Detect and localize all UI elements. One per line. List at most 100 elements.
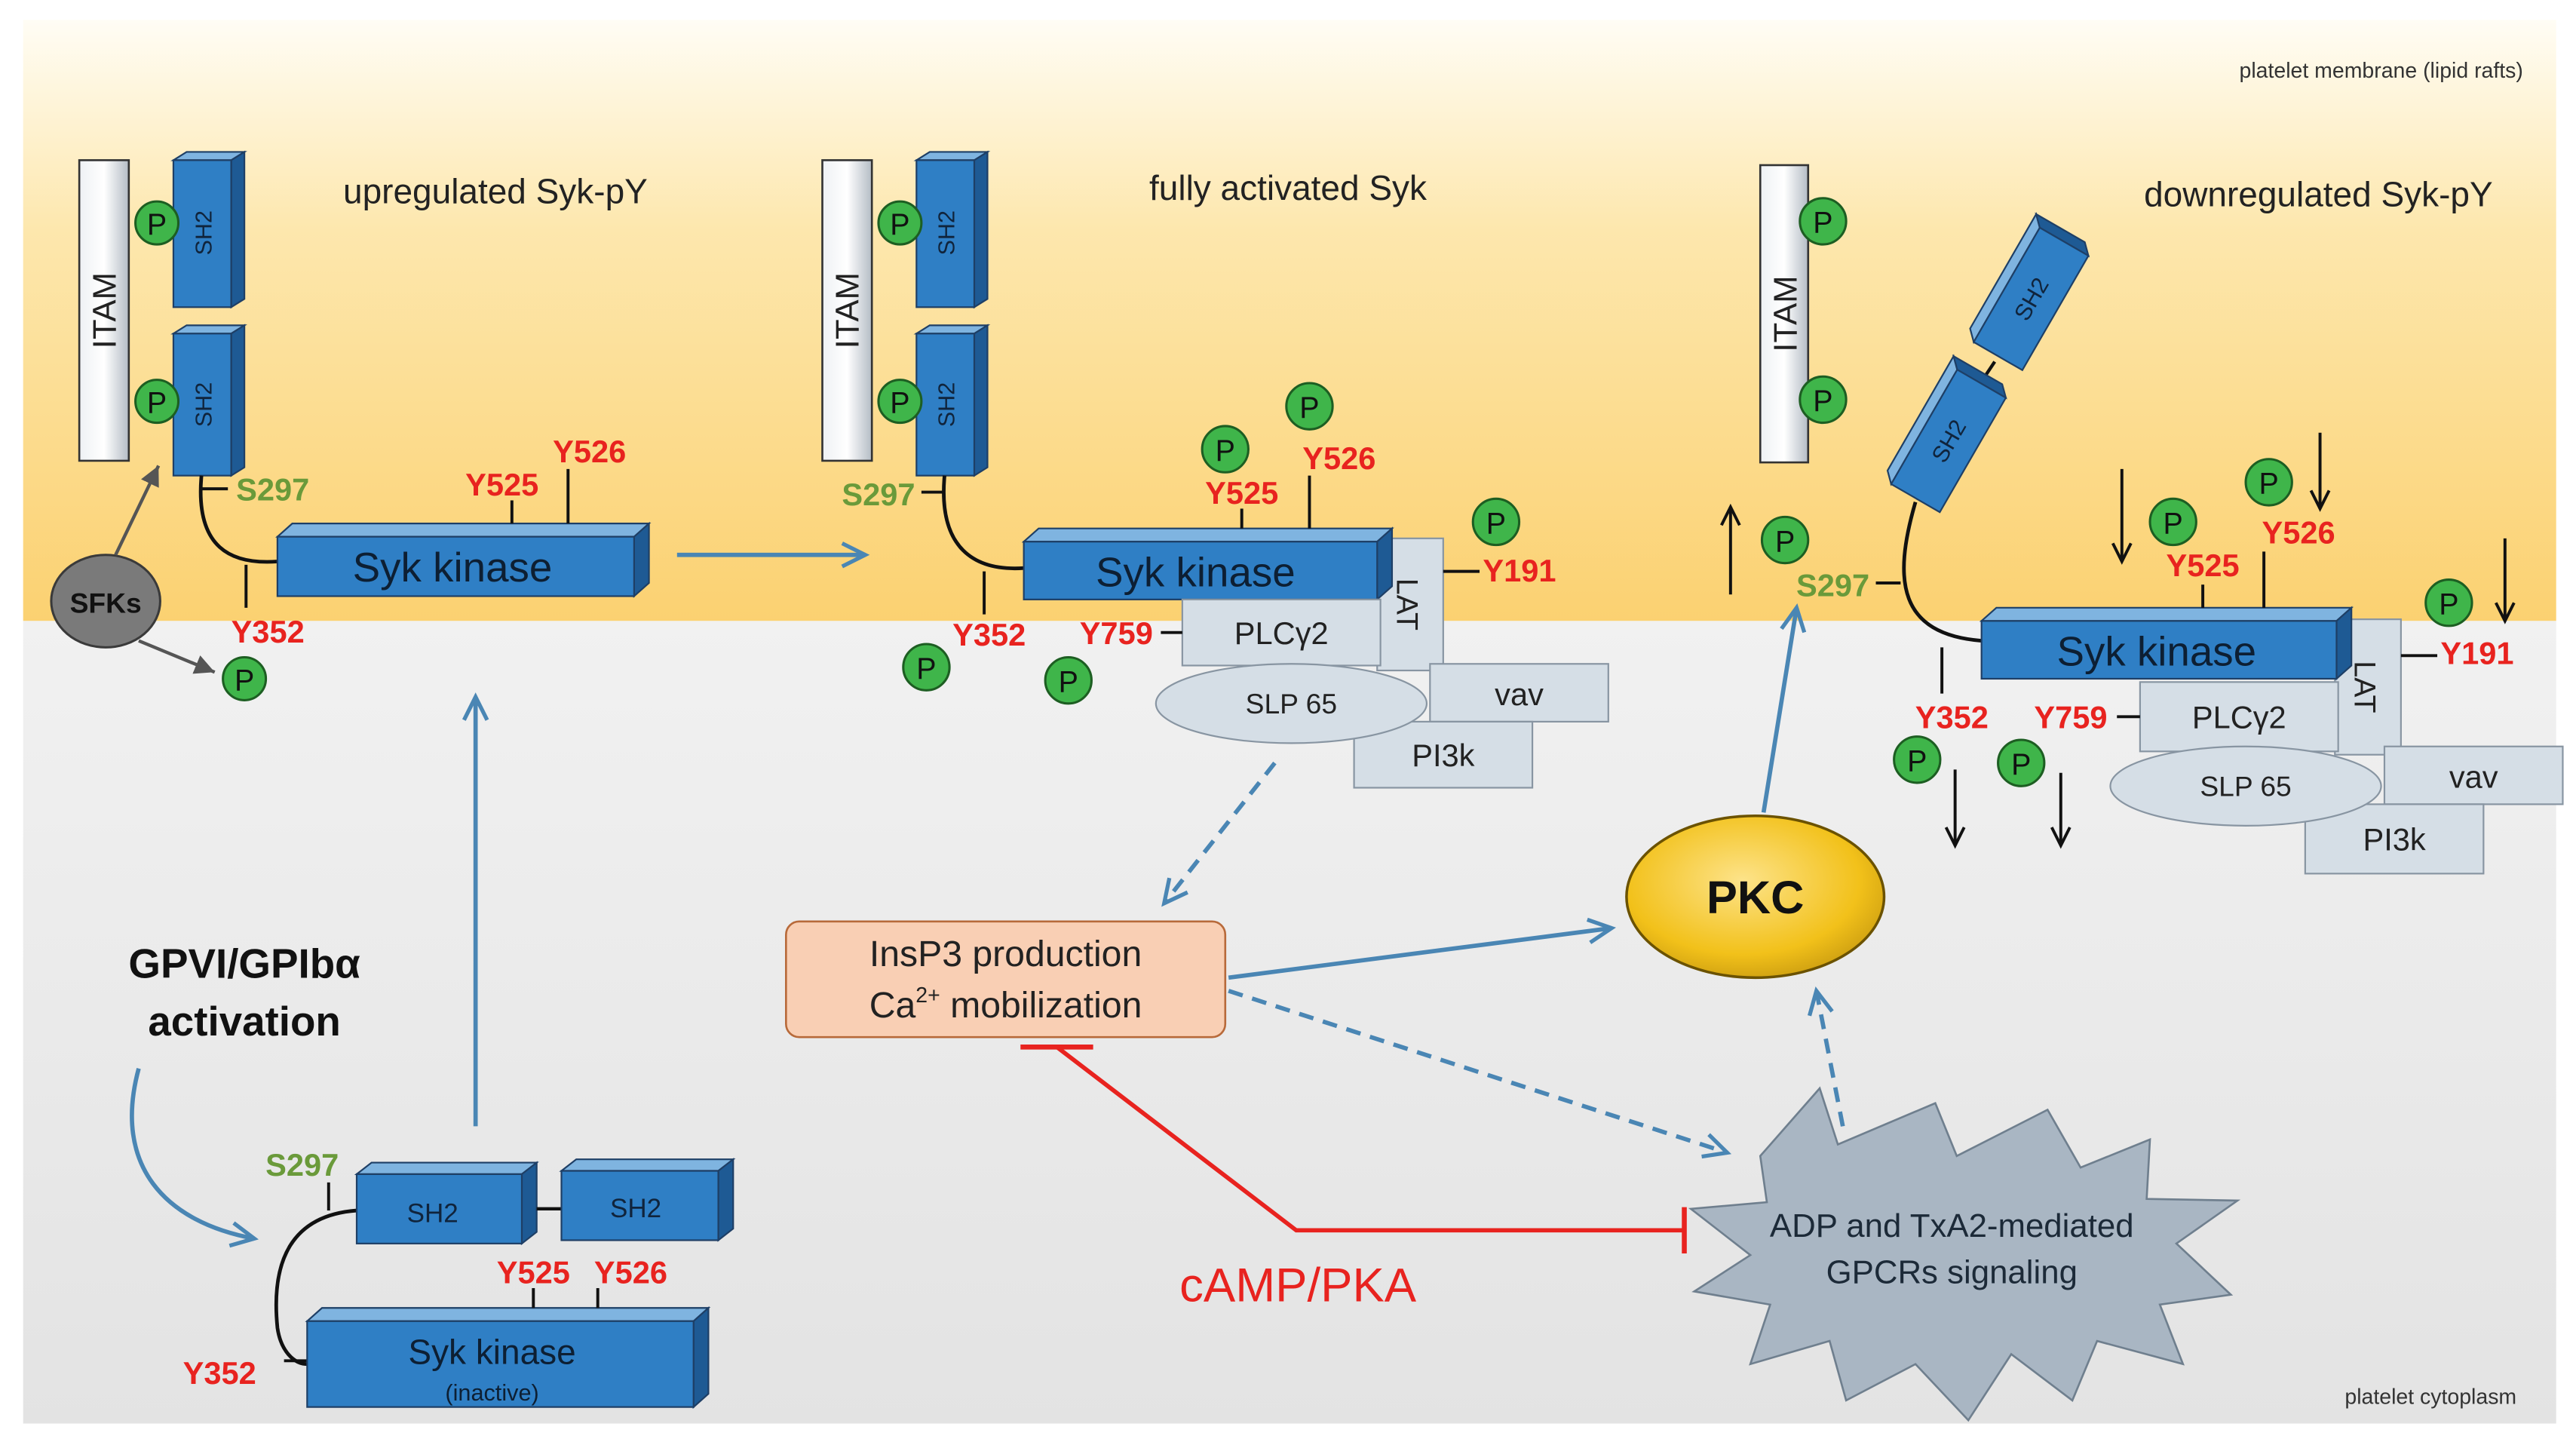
sh2-tilted-upper: SH2 — [1969, 212, 2090, 372]
sh2-box — [355, 1173, 523, 1244]
activation-line1: GPVI/GPIbα — [128, 940, 360, 986]
kinase-box-top — [305, 1307, 711, 1322]
phospho-label: P — [1299, 391, 1319, 425]
activation-line2: activation — [148, 998, 341, 1045]
pi3k-label: PI3k — [2363, 822, 2425, 857]
gpcr-starburst — [1688, 1086, 2241, 1422]
plcg2-box — [1181, 598, 1382, 667]
residue-y525: Y525 — [465, 467, 538, 502]
sh2-box-side — [230, 324, 246, 477]
pkc-ellipse — [1625, 814, 1886, 980]
slp65-label: SLP 65 — [1246, 688, 1337, 719]
kinase-label: Syk kinase — [408, 1333, 575, 1372]
kinase-box-top — [1979, 606, 2354, 622]
sh2-box — [915, 159, 976, 308]
sh2-box — [915, 333, 976, 477]
kinase-label: Syk kinase — [353, 544, 553, 591]
sh2-label: SH2 — [407, 1198, 458, 1228]
phospho-label: P — [2011, 748, 2031, 781]
lat-label: LAT — [2348, 661, 2381, 713]
insp3-line2: Ca2+ mobilization — [869, 983, 1142, 1026]
phospho-circle — [1201, 425, 1250, 474]
residue-y352: Y352 — [1915, 700, 1989, 735]
phospho-circle — [1799, 197, 1848, 246]
residue-y526: Y526 — [2262, 514, 2335, 550]
plcg2-box — [2139, 681, 2339, 753]
sh2-label: SH2 — [934, 210, 960, 256]
residue-y352: Y352 — [183, 1355, 256, 1391]
phospho-label: P — [1059, 665, 1078, 698]
inhibition-line — [1055, 1045, 1685, 1233]
phospho-circle — [1044, 655, 1093, 705]
sh2-label: SH2 — [934, 382, 960, 428]
panel-downregulated: downregulated Syk-pY ITAM P P SH2 SH2 S2… — [1731, 164, 2564, 875]
phospho-label: P — [235, 664, 254, 697]
arrow-activation-to-inactive — [130, 1068, 259, 1248]
insp3-box — [785, 920, 1227, 1038]
residue-y526: Y526 — [553, 434, 626, 469]
itam-label: ITAM — [830, 272, 866, 348]
kinase-sub-label: (inactive) — [445, 1380, 538, 1406]
sh2-box-top — [354, 1161, 539, 1175]
kinase-label: Syk kinase — [2056, 627, 2256, 674]
phospho-circle — [222, 655, 268, 701]
phospho-circle — [134, 379, 180, 425]
sh2-label: SH2 — [610, 1194, 661, 1223]
itam-label: ITAM — [86, 272, 123, 348]
sh2-box — [1890, 368, 2007, 514]
kinase-box-side — [2335, 606, 2353, 681]
phospho-circle — [1799, 375, 1848, 425]
phospho-circle — [2244, 458, 2293, 507]
sh2-tilted-lower: SH2 — [1886, 354, 2007, 514]
plcg2-label: PLCγ2 — [1234, 615, 1329, 651]
slp65-ellipse — [2109, 745, 2382, 827]
sh2-box-side — [973, 150, 989, 309]
sh2-box-side — [973, 324, 989, 477]
phospho-label: P — [147, 386, 167, 419]
panel-title-upregulated: upregulated Syk-pY — [343, 171, 648, 210]
panel-upregulated: upregulated Syk-pY ITAM SH2 SH2 P P S297… — [50, 150, 652, 701]
slp65-label: SLP 65 — [2200, 770, 2291, 802]
kinase-label: Syk kinase — [1096, 548, 1296, 595]
residue-s297: S297 — [265, 1147, 339, 1183]
lat-label: LAT — [1391, 578, 1424, 630]
phospho-label: P — [1813, 207, 1832, 240]
arrow-insp3-to-gpcr — [1228, 989, 1732, 1159]
sfks-label: SFKs — [70, 587, 142, 618]
slp65-ellipse — [1155, 663, 1428, 744]
vav-label: vav — [1495, 676, 1544, 712]
phospho-label: P — [1216, 434, 1235, 468]
camp-pka-label: cAMP/PKA — [1179, 1259, 1417, 1312]
residue-s297: S297 — [236, 471, 309, 507]
phospho-circle — [1997, 738, 2046, 787]
phospho-label: P — [890, 208, 909, 241]
gpcr-line1: ADP and TxA2-mediated — [1770, 1207, 2134, 1244]
phospho-circle — [1760, 515, 1810, 565]
kinase-box — [276, 535, 635, 597]
cytoplasm-label: platelet cytoplasm — [2344, 1385, 2516, 1409]
sh2-label: SH2 — [191, 210, 216, 256]
insp3-ca-superscript: 2+ — [915, 983, 940, 1008]
kinase-box-side — [692, 1305, 710, 1410]
sfks-arrow-up — [114, 465, 161, 556]
insp3-mobilization: mobilization — [940, 985, 1142, 1026]
vav-box — [1429, 663, 1609, 722]
residue-y352: Y352 — [232, 614, 305, 649]
membrane-label: platelet membrane (lipid rafts) — [2240, 59, 2523, 83]
phospho-label: P — [2439, 588, 2458, 621]
vav-label: vav — [2449, 759, 2498, 794]
pi3k-label: PI3k — [1412, 738, 1474, 773]
kinase-box-side — [1376, 526, 1394, 602]
residue-y525: Y525 — [1205, 475, 1278, 511]
kinase-box-top — [275, 523, 652, 538]
residue-y759: Y759 — [1080, 615, 1153, 651]
phospho-label: P — [1486, 507, 1506, 540]
pkc-label: PKC — [1707, 871, 1804, 923]
panel-inactive: S297 Y352 SH2 SH2 Syk kinase (inactive) … — [183, 1147, 736, 1410]
sh2-box-side — [520, 1161, 538, 1246]
residue-y352: Y352 — [952, 617, 1026, 652]
kinase-box-side — [633, 521, 650, 598]
residue-y526: Y526 — [594, 1254, 667, 1290]
sh2-box — [560, 1170, 719, 1241]
gpcr-line2: GPCRs signaling — [1826, 1253, 2078, 1290]
